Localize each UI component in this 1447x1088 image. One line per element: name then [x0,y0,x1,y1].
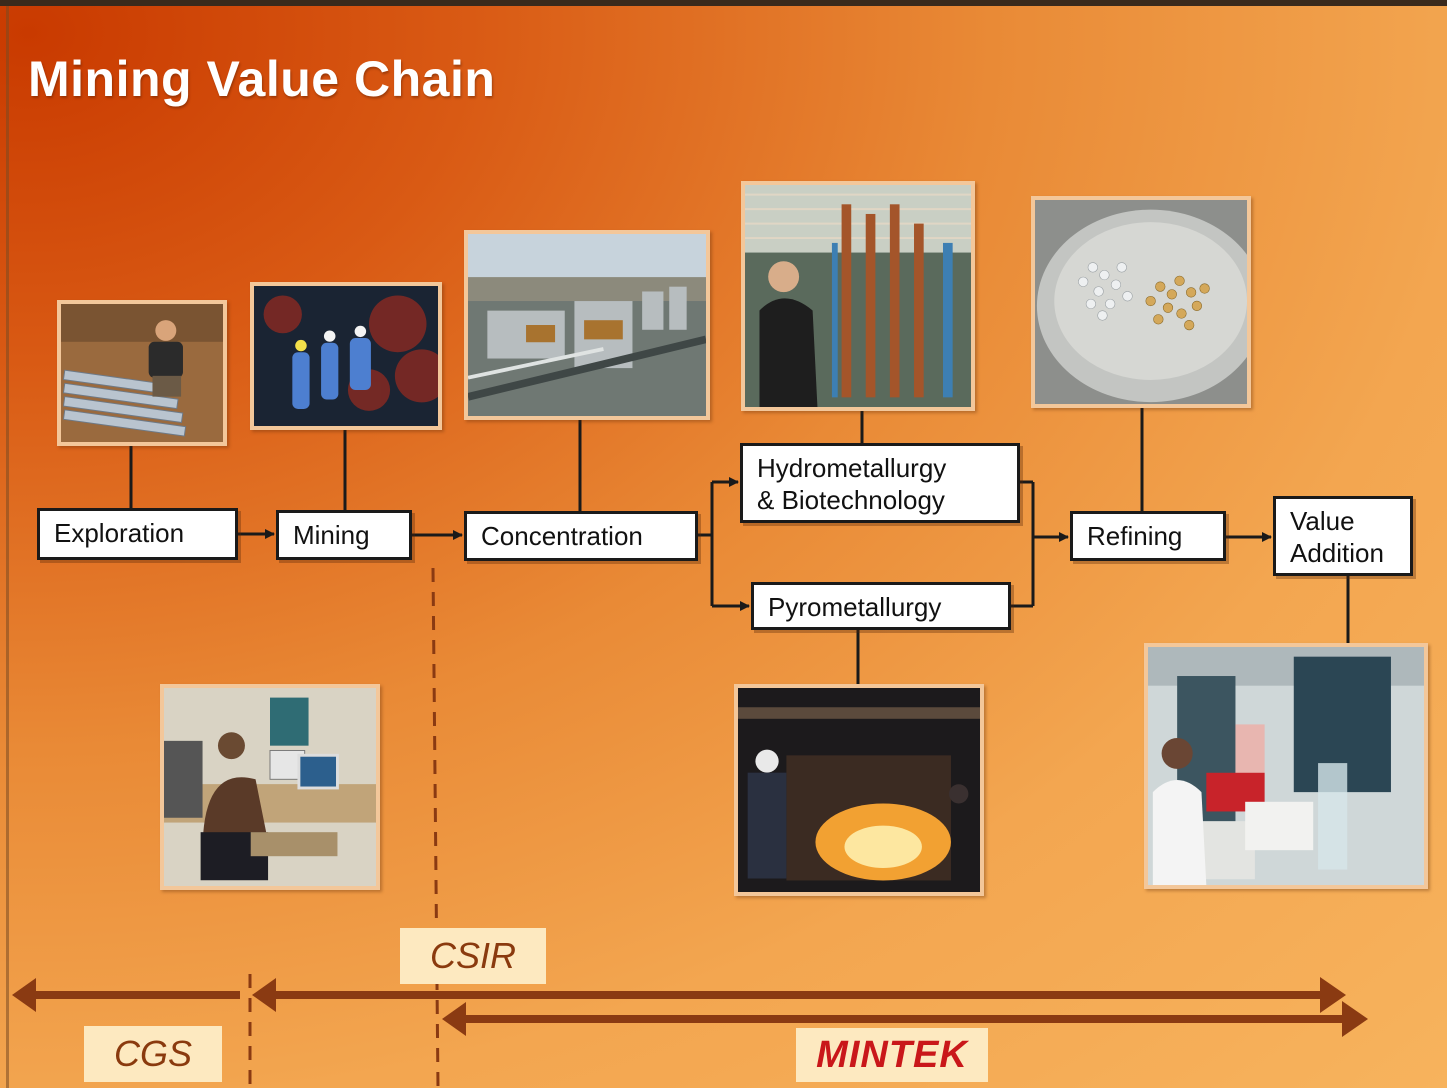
divider-csir-mintek [431,567,440,1088]
mintek-range-head-left [442,1002,466,1036]
csir-label-text: CSIR [429,935,516,976]
pyrometallurgy-photo [734,684,984,896]
slide-title: Mining Value Chain [28,51,496,107]
mining-photo [250,282,442,430]
csir-range-head-right [1320,977,1346,1013]
top-border [0,0,1447,6]
stage-hydrometallurgy: Hydrometallurgy & Biotechnology [740,443,1020,523]
exploration-photo [57,300,227,446]
stage-pyro-label: Pyrometallurgy [768,592,942,622]
hydrometallurgy-photo [741,181,975,411]
mintek-range-bar [464,1015,1342,1023]
refining-photo [1031,196,1251,408]
stage-refining-label: Refining [1087,521,1183,551]
stage-mining: Mining [276,510,412,560]
mintek-label-text: MINTEK [816,1033,968,1076]
value-addition-photo [1144,643,1428,889]
cgs-range-bar [32,991,240,999]
stage-concentration-label: Concentration [481,521,643,551]
left-border [6,6,9,1088]
mintek-label: MINTEK [796,1028,988,1082]
mintek-range-head-right [1342,1001,1368,1037]
cgs-office-photo [160,684,380,890]
stage-hydro-line1: Hydrometallurgy [757,453,947,483]
stage-mining-label: Mining [293,520,370,550]
stage-refining: Refining [1070,511,1226,561]
stage-value-line1: Value [1290,506,1355,536]
stage-exploration-label: Exploration [54,518,185,548]
csir-range-head-left [252,978,276,1012]
stage-pyrometallurgy: Pyrometallurgy [751,582,1011,630]
stage-concentration: Concentration [464,511,698,561]
stage-value-line2: Addition [1290,538,1384,568]
stage-value-addition: Value Addition [1273,496,1413,576]
stage-exploration: Exploration [37,508,238,560]
csir-range-bar [272,991,1322,999]
stage-hydro-line2: & Biotechnology [757,485,945,515]
cgs-label: CGS [84,1026,222,1082]
concentration-photo [464,230,710,420]
cgs-label-text: CGS [113,1033,192,1074]
cgs-range-head-left [12,978,36,1012]
csir-label: CSIR [400,928,546,984]
